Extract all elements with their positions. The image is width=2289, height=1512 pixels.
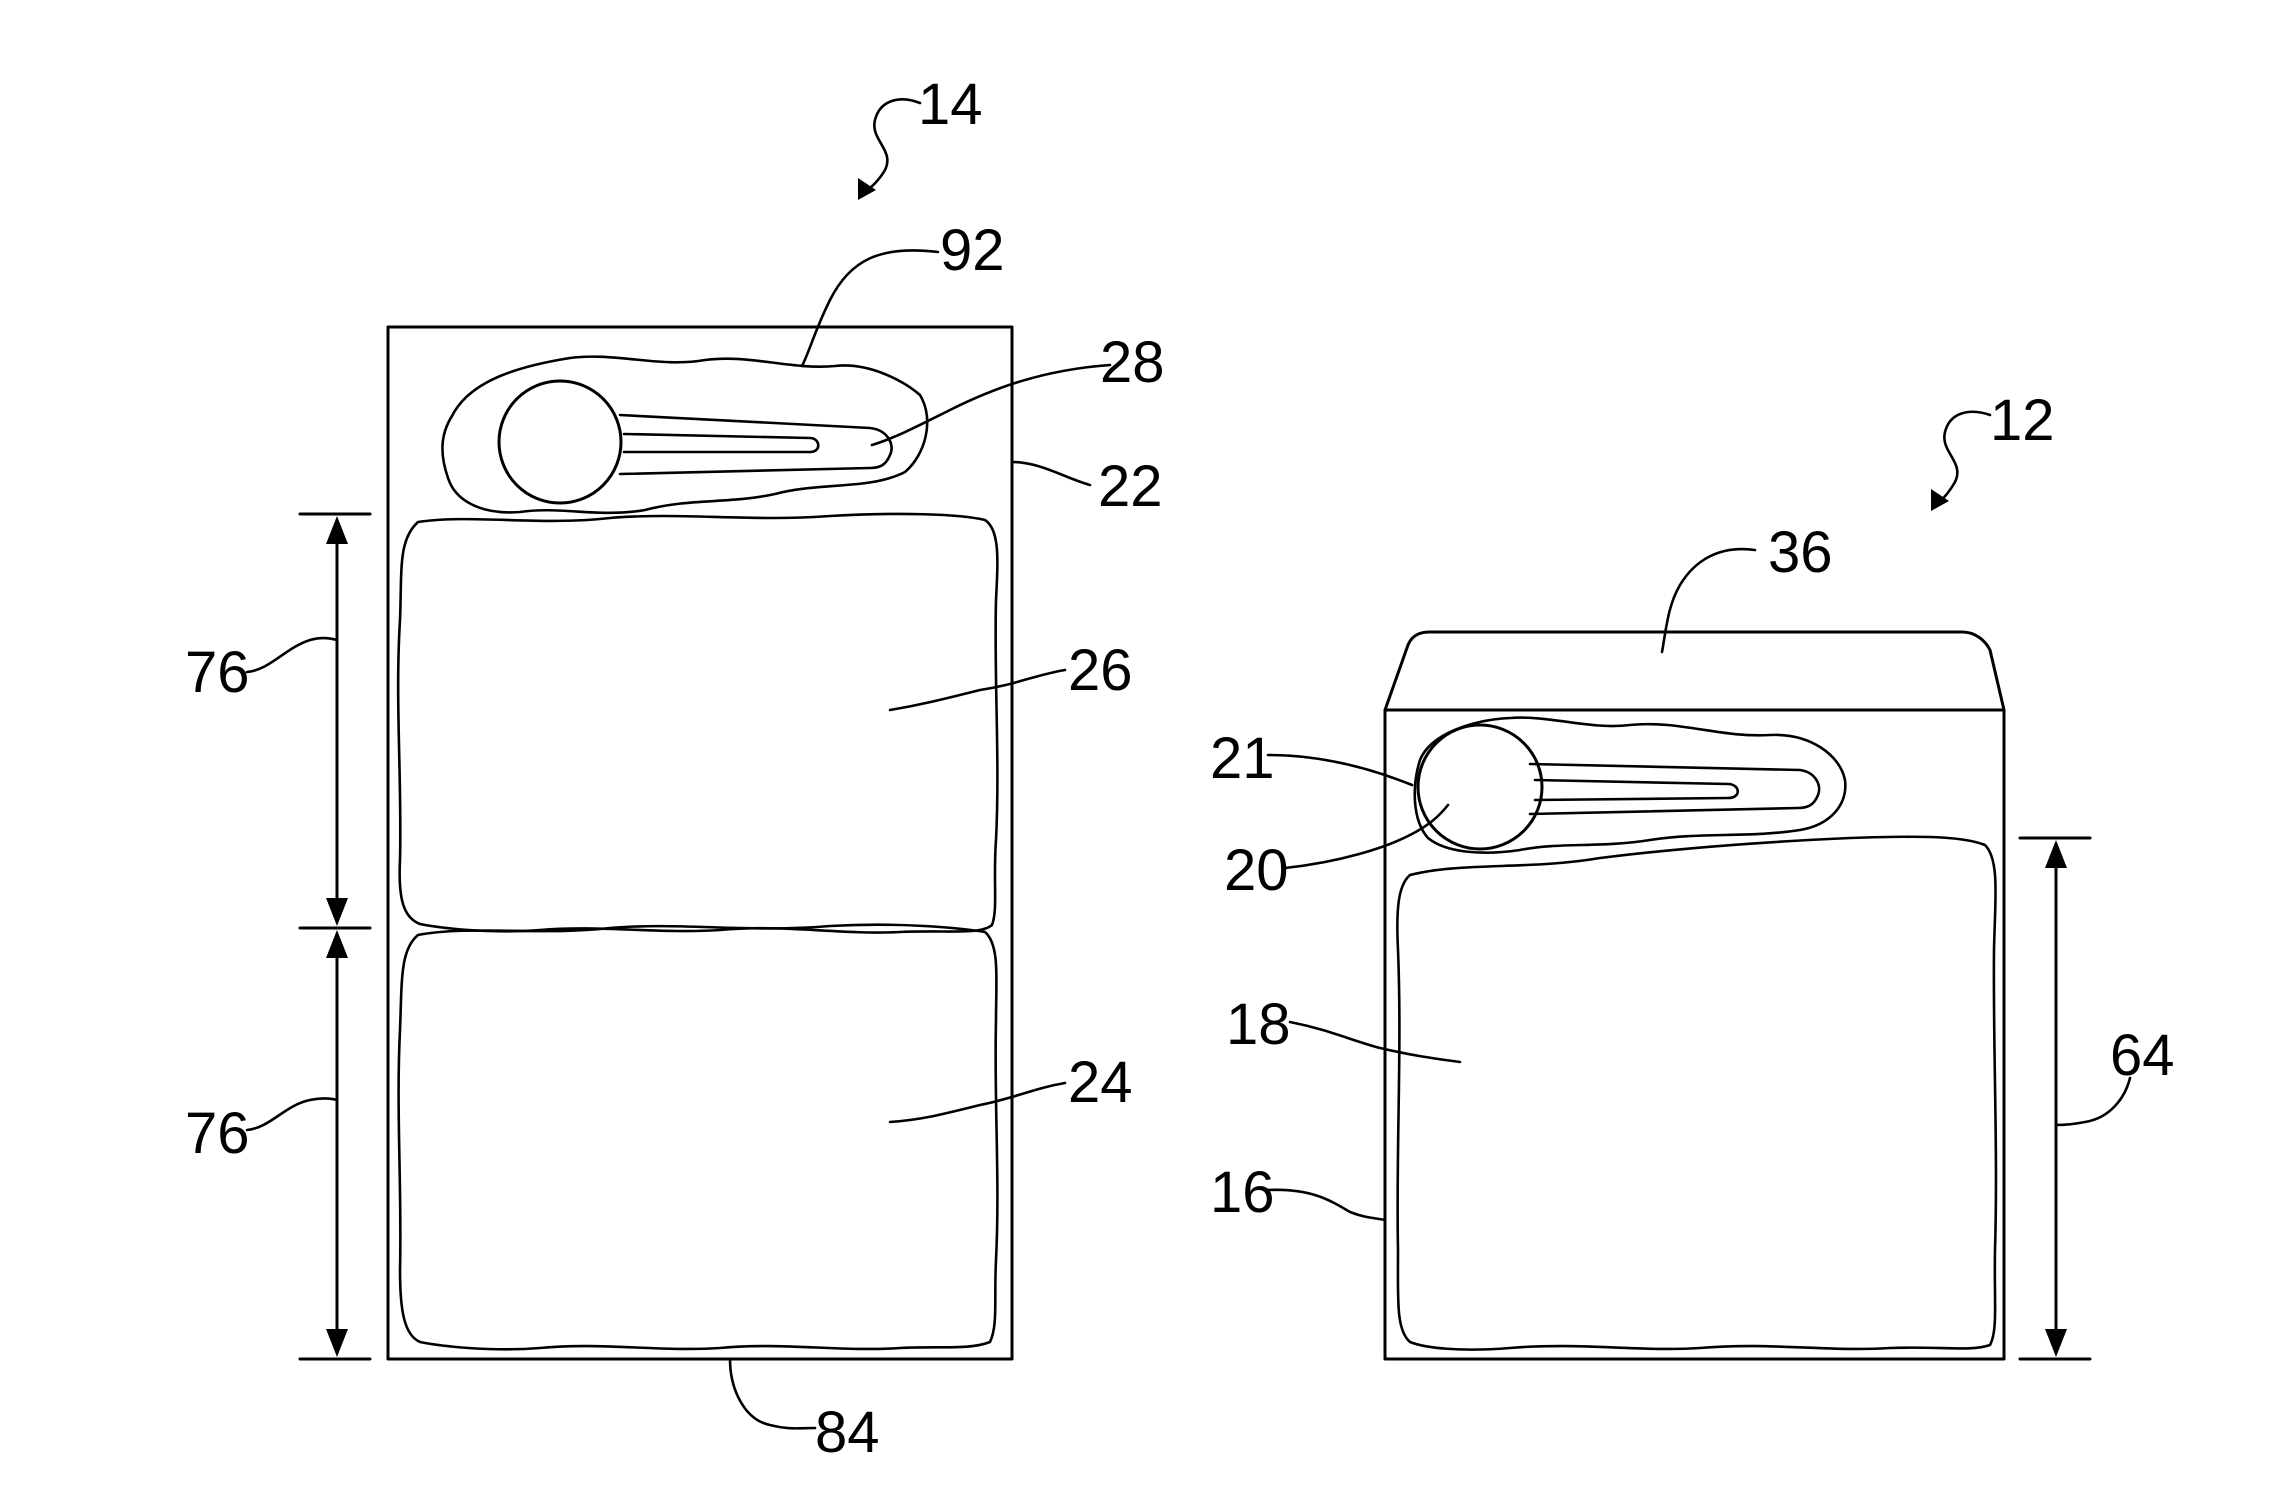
leader-18: [1290, 1022, 1460, 1062]
device-28-paddle: [620, 415, 892, 474]
dimension-64: [2020, 838, 2090, 1359]
label-36: 36: [1768, 520, 1833, 585]
device-20-circle: [1418, 725, 1542, 849]
leader-36: [1662, 549, 1755, 652]
assembly-12: 12 36 21 20 18 64 16: [1210, 388, 2175, 1359]
label-18: 18: [1226, 992, 1291, 1057]
leader-24: [890, 1083, 1065, 1122]
leader-76a: [247, 638, 337, 672]
leader-76b: [247, 1099, 337, 1131]
assembly-14: 14 92 28 22 76 26 76 24 84: [185, 72, 1165, 1465]
device-28-circle: [499, 381, 621, 503]
label-16: 16: [1210, 1160, 1275, 1225]
pack-18: [1397, 837, 1996, 1350]
label-64: 64: [2110, 1023, 2175, 1088]
pack-24: [399, 925, 998, 1350]
leader-14: [862, 99, 920, 195]
device-20-paddle: [1530, 764, 1819, 814]
label-92: 92: [940, 218, 1005, 283]
container-22: [388, 327, 1012, 1359]
label-84: 84: [815, 1400, 880, 1465]
device-20: [1418, 725, 1819, 849]
label-22: 22: [1098, 454, 1163, 519]
device-20-slot: [1535, 780, 1738, 800]
container-16: [1385, 710, 2004, 1359]
label-21: 21: [1210, 726, 1275, 791]
label-26: 26: [1068, 638, 1133, 703]
device-28: [499, 381, 892, 503]
leader-16: [1268, 1190, 1385, 1220]
leader-84: [730, 1359, 815, 1428]
label-12: 12: [1990, 388, 2055, 453]
lid-36: [1385, 632, 2004, 710]
label-14: 14: [918, 72, 983, 137]
leader-21: [1268, 755, 1412, 785]
label-76-lower: 76: [185, 1101, 250, 1166]
leader-12: [1935, 412, 1990, 506]
label-76-upper: 76: [185, 640, 250, 705]
device-28-slot: [624, 434, 818, 452]
label-24: 24: [1068, 1050, 1133, 1115]
label-28: 28: [1100, 330, 1165, 395]
leader-92: [802, 250, 938, 366]
pack-26: [398, 514, 997, 933]
bag-21: [1415, 718, 1846, 853]
label-20: 20: [1224, 838, 1289, 903]
leader-28: [872, 365, 1110, 445]
leader-22: [1012, 462, 1090, 485]
leader-26: [890, 670, 1065, 710]
